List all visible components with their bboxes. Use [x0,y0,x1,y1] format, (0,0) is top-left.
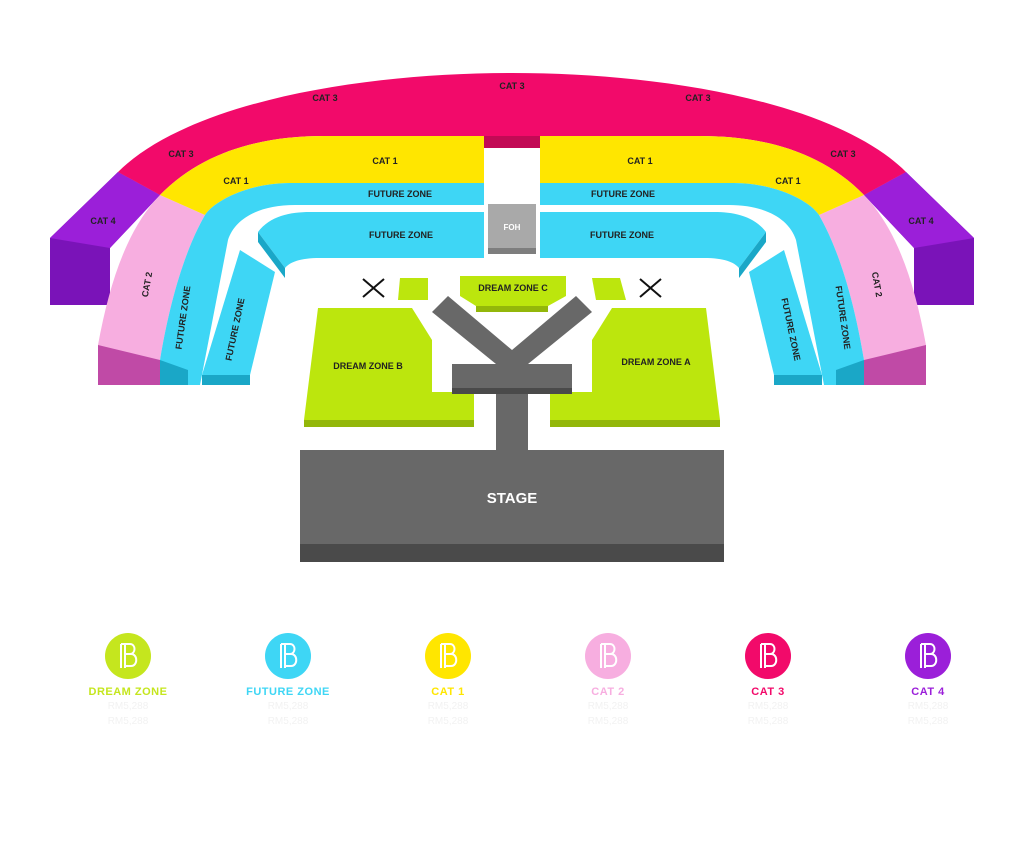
legend-name: CAT 1 [431,686,465,698]
label-cat2-left: CAT 2 [140,271,154,298]
ticket-logo-icon [905,633,951,679]
closed-area-mark-right [639,278,662,298]
ticket-logo-icon [265,633,311,679]
section-cat4-right[interactable]: CAT 4 [864,172,974,305]
legend-price-line-1: RM5,288 [107,701,149,712]
section-dream-zone-b[interactable]: DREAM ZONE B [304,308,474,427]
legend-price-line-2: RM5,288 [747,716,789,727]
ticket-logo-icon [745,633,791,679]
legend-price-line-1: RM5,288 [907,701,949,712]
section-future-zone-inner-vertical-right[interactable]: FUTURE ZONE [749,250,822,385]
section-future-zone-inner-top-left[interactable]: FUTURE ZONE [258,212,484,278]
ticket-logo-icon [105,633,151,679]
section-dream-zone-c[interactable]: DREAM ZONE C [460,276,566,312]
section-dream-zone-a[interactable]: DREAM ZONE A [550,308,720,427]
label-cat4-left: CAT 4 [90,216,115,226]
label-future-zone-top-left: FUTURE ZONE [368,189,432,199]
legend-price-line-1: RM5,288 [267,701,309,712]
foh-booth: FOH [488,204,536,254]
section-cat2-left[interactable]: CAT 2 [98,195,205,385]
label-dream-zone-c: DREAM ZONE C [478,283,548,293]
section-future-zone-inner-top-right[interactable]: FUTURE ZONE [540,212,766,278]
label-dream-zone-b: DREAM ZONE B [333,361,403,371]
legend-name: CAT 4 [911,686,945,698]
section-future-zone-inner-vertical-left[interactable]: FUTURE ZONE [202,250,275,385]
label-future-zone-top-right: FUTURE ZONE [591,189,655,199]
label-cat3-far-left: CAT 3 [168,149,193,159]
legend-price-line-2: RM5,288 [267,716,309,727]
legend-price-line-2: RM5,288 [427,716,469,727]
label-cat1-far-left: CAT 1 [223,176,248,186]
legend-price-line-2: RM5,288 [107,716,149,727]
section-cat1-left[interactable]: CAT 1 CAT 1 [160,136,484,215]
legend-name: CAT 2 [591,686,625,698]
section-cat3[interactable]: CAT 3 CAT 3 CAT 3 CAT 3 CAT 3 [118,73,906,195]
legend-price-line-2: RM5,288 [587,716,629,727]
closed-area-mark-left [362,278,385,298]
seat-map: CAT 4 CAT 4 CAT 3 CAT 3 CAT 3 CAT 3 CAT … [50,73,974,562]
label-future-zone-inner-left: FUTURE ZONE [369,230,433,240]
legend-name: CAT 3 [751,686,785,698]
label-cat2-right: CAT 2 [870,271,884,298]
legend-price-line-1: RM5,288 [747,701,789,712]
section-cat1-right[interactable]: CAT 1 CAT 1 [540,136,864,215]
section-dream-zone-small-right[interactable] [592,278,626,300]
label-cat3-right: CAT 3 [685,93,710,103]
label-cat1-right: CAT 1 [627,156,652,166]
legend-price-line-1: RM5,288 [587,701,629,712]
stage-runway [432,296,592,452]
ticket-logo-icon [425,633,471,679]
label-foh: FOH [504,223,521,232]
ticket-logo-icon [585,633,631,679]
label-cat3-top: CAT 3 [499,81,524,91]
label-cat1-left: CAT 1 [372,156,397,166]
legend-price-line-2: RM5,288 [907,716,949,727]
section-dream-zone-small-left[interactable] [398,278,428,300]
section-cat4-left[interactable]: CAT 4 [50,172,160,305]
label-cat3-far-right: CAT 3 [830,149,855,159]
legend-name: DREAM ZONE [88,686,168,698]
legend-price-line-1: RM5,288 [427,701,469,712]
stage: STAGE [300,450,724,562]
label-stage: STAGE [487,490,538,507]
label-dream-zone-a: DREAM ZONE A [621,357,691,367]
legend-name: FUTURE ZONE [246,686,330,698]
section-cat2-right[interactable]: CAT 2 [819,195,926,385]
label-cat3-left: CAT 3 [312,93,337,103]
label-future-zone-inner-right: FUTURE ZONE [590,230,654,240]
label-cat1-far-right: CAT 1 [775,176,800,186]
label-cat4-right: CAT 4 [908,216,933,226]
section-future-zone-right-outer[interactable]: FUTURE ZONE FUTURE ZONE [540,183,864,385]
section-future-zone-left-outer[interactable]: FUTURE ZONE FUTURE ZONE [160,183,484,385]
